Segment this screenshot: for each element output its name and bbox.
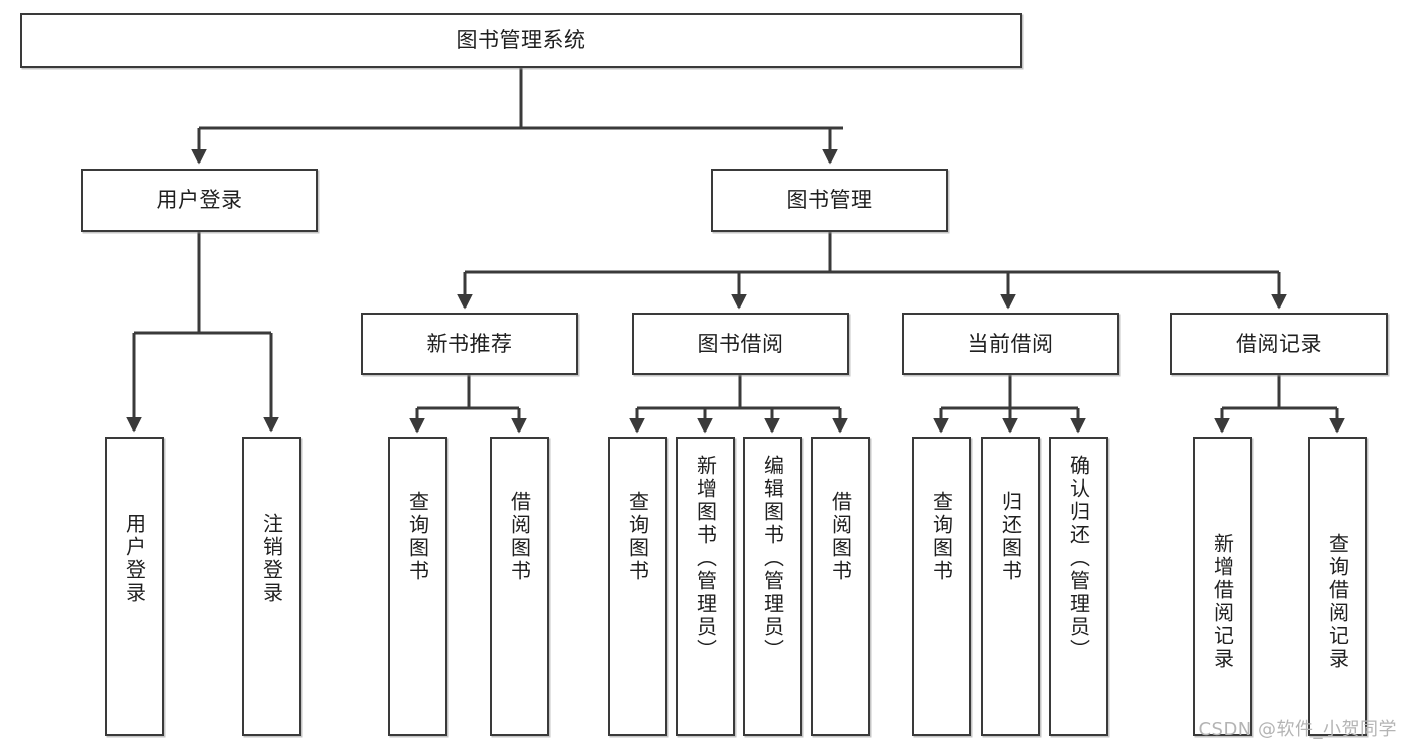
node-root[interactable]: 图书管理系统 — [20, 13, 1022, 68]
leaf-query-book-newbook[interactable]: 查询图书 — [388, 437, 447, 736]
node-new-book-recommend[interactable]: 新书推荐 — [361, 313, 578, 375]
node-book-management[interactable]: 图书管理 — [711, 169, 948, 232]
leaf-add-book-admin[interactable]: 新增图书（管理员） — [676, 437, 735, 736]
leaf-confirm-return-admin-label: 确认归还（管理员） — [1066, 455, 1091, 662]
watermark: CSDN @软件_小贺同学 — [1198, 719, 1397, 740]
leaf-borrow-book-label: 借阅图书 — [828, 491, 853, 583]
node-new-book-recommend-label: 新书推荐 — [426, 331, 513, 356]
node-current-borrow-label: 当前借阅 — [967, 331, 1054, 356]
leaf-edit-book-admin[interactable]: 编辑图书（管理员） — [743, 437, 802, 736]
leaf-add-borrow-record-label: 新增借阅记录 — [1210, 533, 1235, 671]
leaf-query-borrow-record[interactable]: 查询借阅记录 — [1308, 437, 1367, 736]
leaf-add-book-admin-label: 新增图书（管理员） — [693, 455, 718, 662]
leaf-borrow-book-newbook-label: 借阅图书 — [507, 491, 532, 583]
leaf-borrow-book-newbook[interactable]: 借阅图书 — [490, 437, 549, 736]
node-user-login-label: 用户登录 — [156, 188, 243, 213]
leaf-return-book[interactable]: 归还图书 — [981, 437, 1040, 736]
leaf-user-login-label: 用户登录 — [122, 513, 147, 605]
leaf-query-book-current-label: 查询图书 — [929, 491, 954, 583]
leaf-edit-book-admin-label: 编辑图书（管理员） — [760, 455, 785, 662]
node-book-borrow-label: 图书借阅 — [697, 331, 784, 356]
node-borrow-record-label: 借阅记录 — [1236, 331, 1322, 356]
leaf-query-borrow-record-label: 查询借阅记录 — [1325, 533, 1350, 671]
node-book-borrow[interactable]: 图书借阅 — [632, 313, 849, 375]
leaf-query-book-newbook-label: 查询图书 — [405, 491, 430, 583]
node-root-label: 图书管理系统 — [456, 28, 586, 53]
leaf-query-book-current[interactable]: 查询图书 — [912, 437, 971, 736]
leaf-confirm-return-admin[interactable]: 确认归还（管理员） — [1049, 437, 1108, 736]
node-borrow-record[interactable]: 借阅记录 — [1170, 313, 1388, 375]
node-current-borrow[interactable]: 当前借阅 — [902, 313, 1119, 375]
leaf-logout-label: 注销登录 — [259, 513, 284, 605]
node-user-login[interactable]: 用户登录 — [81, 169, 318, 232]
leaf-add-borrow-record[interactable]: 新增借阅记录 — [1193, 437, 1252, 736]
node-book-management-label: 图书管理 — [786, 188, 873, 213]
leaf-query-book-borrow-label: 查询图书 — [625, 491, 650, 583]
leaf-return-book-label: 归还图书 — [998, 491, 1023, 583]
leaf-borrow-book[interactable]: 借阅图书 — [811, 437, 870, 736]
leaf-user-login[interactable]: 用户登录 — [105, 437, 164, 736]
leaf-query-book-borrow[interactable]: 查询图书 — [608, 437, 667, 736]
leaf-logout[interactable]: 注销登录 — [242, 437, 301, 736]
